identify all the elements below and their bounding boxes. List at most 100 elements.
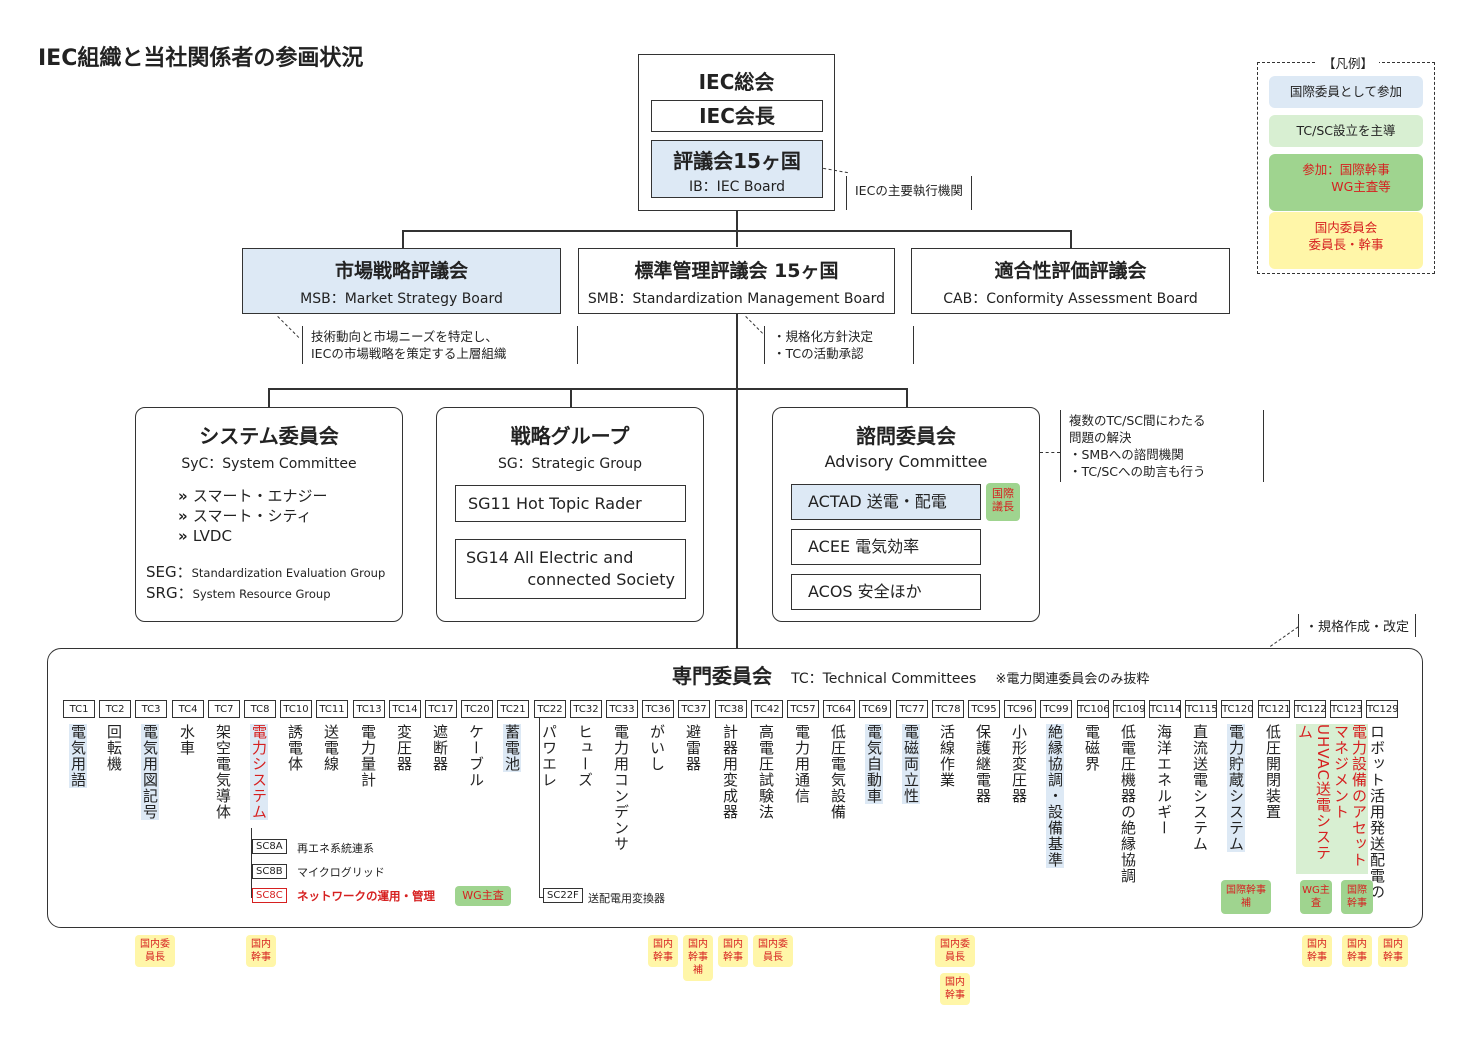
tc-code-tc64: TC64	[823, 700, 855, 718]
tc-code-tc32: TC32	[570, 700, 602, 718]
syc-item: » スマート・シティ	[178, 506, 327, 526]
tc123-badge: 国際幹事	[1341, 880, 1373, 914]
iec-president-box: IEC会長	[651, 100, 823, 132]
syc-box	[135, 407, 403, 622]
legend-domestic: 国内委員会 委員長・幹事	[1269, 212, 1423, 269]
tc123-domestic-badge: 国内幹事	[1342, 935, 1372, 967]
ac-note-line1: 複数のTC/SC間にわたる	[1069, 413, 1206, 428]
tc-code-tc122: TC122	[1294, 700, 1327, 718]
syc-item-label: スマート・シティ	[192, 507, 312, 525]
sg14-box: SG14 All Electric and connected Society	[455, 539, 686, 599]
tc-name-tc4: 水車	[178, 724, 196, 756]
tc-name-tc109: 低電圧機器の絶縁協調	[1119, 724, 1137, 884]
connector	[402, 230, 404, 248]
tc-code-tc36: TC36	[642, 700, 674, 718]
iec-board-note: IECの主要執行機関	[846, 176, 972, 210]
syc-item: » LVDC	[178, 526, 327, 546]
tc-code-tc77: TC77	[896, 700, 928, 718]
connector	[1070, 230, 1072, 248]
seg-label: SEG：	[146, 563, 192, 581]
tc-name-tc96: 小形変圧器	[1010, 724, 1028, 804]
ac-note: 複数のTC/SC間にわたる 問題の解決 ・SMBへの諮問機関 ・TC/SCへの助…	[1060, 410, 1264, 482]
tc-name-tc77: 電磁両立性	[902, 724, 920, 804]
tc-code-tc2: TC2	[99, 700, 131, 718]
tc-name-tc115: 直流送電システム	[1191, 724, 1209, 852]
sg-title: 戦略グループ	[510, 424, 630, 448]
tc-code-tc38: TC38	[715, 700, 747, 718]
tc-name-tc14: 変圧器	[395, 724, 413, 772]
tc-name-tc120: 電力貯蔵システム	[1227, 724, 1245, 852]
seg-sub: Standardization Evaluation Group	[191, 566, 386, 580]
actad-badge: 国際議長	[986, 483, 1020, 521]
ac-note-connector	[1040, 452, 1060, 453]
tc-code-tc121: TC121	[1258, 700, 1291, 718]
smb-sub: SMB：Standardization Management Board	[587, 291, 886, 307]
chevron-icon: »	[178, 487, 193, 505]
tc-code-tc37: TC37	[678, 700, 710, 718]
tc-name-tc123: 電力設備のアセットマネジメント	[1332, 724, 1368, 874]
tc-code-tc42: TC42	[751, 700, 783, 718]
syc-item: » スマート・エナジー	[178, 486, 327, 506]
legend-intl-member-label: 国際委員として参加	[1289, 84, 1403, 99]
tc-name-tc11: 送電線	[322, 724, 340, 772]
connector	[251, 828, 252, 898]
iec-board-sub: IB：IEC Board	[688, 179, 786, 195]
smb-label: 標準管理評議会 15ヶ国	[634, 260, 839, 282]
tc-code-tc33: TC33	[606, 700, 638, 718]
tc-header: 専門委員会 TC：Technical Committees ※電力関連委員会のみ…	[672, 660, 1149, 689]
sc8c-badge: WG主査	[455, 886, 511, 906]
tc-name-tc10: 誘電体	[286, 724, 304, 772]
acee-box: ACEE 電気効率	[791, 529, 981, 565]
tc42-domestic-badge: 国内委員長	[753, 935, 793, 967]
connector	[570, 388, 572, 407]
tc8-domestic-badge: 国内幹事	[246, 935, 276, 967]
tc-name-tc38: 計器用変成器	[721, 724, 739, 820]
tc129-domestic-badge: 国内幹事	[1378, 935, 1408, 967]
tc120-badge: 国際幹事補	[1221, 880, 1271, 914]
tc-code-tc120: TC120	[1221, 700, 1254, 718]
msb-sub: MSB：Market Strategy Board	[300, 291, 503, 307]
connector	[402, 230, 1070, 232]
tc-name-tc21: 蓄電池	[503, 724, 521, 772]
cab-label: 適合性評価評議会	[994, 260, 1147, 282]
tc-name-tc3: 電気用図記号	[141, 724, 159, 820]
tc-code-tc95: TC95	[968, 700, 1000, 718]
tc-name-tc32: ヒューズ	[576, 724, 594, 788]
connector	[906, 388, 908, 407]
legend-title: 【凡例】	[1317, 53, 1380, 72]
legend-secretary-label-1: 参加：国際幹事	[1302, 162, 1390, 177]
sc8a-label: SC8A	[252, 839, 287, 854]
tc-code-tc99: TC99	[1040, 700, 1072, 718]
sg-sub: SG：Strategic Group	[497, 456, 643, 472]
smb-note-connector	[745, 316, 763, 334]
sc22f-name: 送配電用変換器	[588, 892, 665, 905]
smb-note-line2: ・TCの活動承認	[773, 346, 864, 361]
srg-sub: System Resource Group	[192, 587, 331, 601]
tc-name-tc99: 絶縁協調・設備基準	[1046, 724, 1064, 868]
tc-code-tc21: TC21	[497, 700, 529, 718]
syc-sub: SyC：System Committee	[181, 456, 357, 472]
seg-row: SEG：Standardization Evaluation Group	[146, 562, 385, 583]
tc122-badge: WG主査	[1300, 880, 1332, 914]
sc8a-name: 再エネ系統連系	[297, 842, 374, 855]
tc-code-tc106: TC106	[1077, 700, 1110, 718]
tc-code-tc114: TC114	[1149, 700, 1182, 718]
tc-name-tc36: がいし	[648, 724, 666, 772]
iec-general-label: IEC総会	[698, 70, 775, 94]
iec-board-label: 評議会15ヶ国	[673, 149, 801, 173]
sg11-box: SG11 Hot Topic Rader	[455, 485, 686, 522]
sg14-line1: SG14 All Electric and	[466, 548, 634, 567]
sc22f-label: SC22F	[543, 888, 583, 903]
smb-note: ・規格化方針決定 ・TCの活動承認	[764, 326, 914, 364]
tc-name-tc42: 高電圧試験法	[757, 724, 775, 820]
tc-code-tc96: TC96	[1004, 700, 1036, 718]
connector	[539, 897, 545, 898]
tc122-domestic-badge: 国内幹事	[1302, 935, 1332, 967]
sc8b-label: SC8B	[252, 864, 287, 879]
tc-code-tc123: TC123	[1330, 700, 1363, 718]
tc-code-tc8: TC8	[244, 700, 276, 718]
tc-title: 専門委員会	[672, 664, 772, 688]
ac-sub: Advisory Committee	[824, 452, 988, 471]
tc-name-tc57: 電力用通信	[793, 724, 811, 804]
tc-name-tc20: ケーブル	[467, 724, 485, 788]
